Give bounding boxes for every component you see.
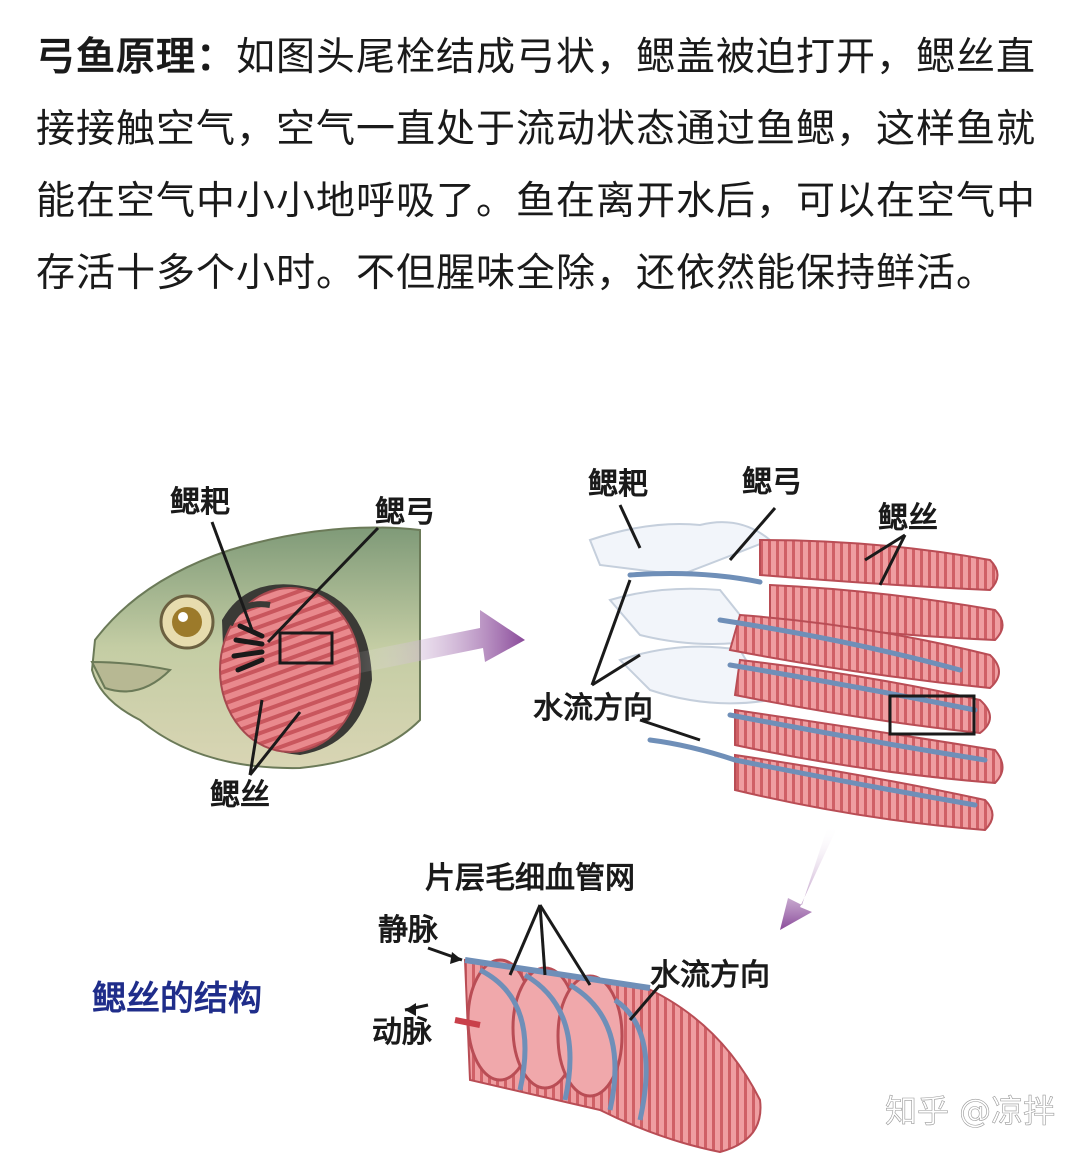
- filament-structure-illustration: [404, 904, 762, 1154]
- label-gill-filaments: 鳃丝: [210, 778, 270, 813]
- label-capillary-net: 片层毛细血管网: [425, 861, 635, 896]
- label-artery: 动脉: [372, 1015, 433, 1050]
- article-body: 如图头尾栓结成弓状，鳃盖被迫打开，鳃丝直接接触空气，空气一直处于流动状态通过鱼鳃…: [36, 35, 1037, 296]
- label-detail-water-flow: 水流方向: [533, 691, 653, 726]
- label-detail-gill-rakers: 鳃耙: [588, 467, 648, 502]
- gill-diagram: 鳃耙 鳃弓 鳃丝: [90, 465, 1055, 1154]
- article-heading: 弓鱼原理：: [36, 35, 237, 80]
- fish-head-illustration: [90, 521, 421, 776]
- label-vein: 静脉: [378, 913, 439, 948]
- label-structure-water-flow: 水流方向: [650, 958, 770, 993]
- label-detail-gill-filaments: 鳃丝: [878, 501, 938, 536]
- diagram-caption: 鳃丝的结构: [92, 979, 262, 1019]
- gill-detail-illustration: [588, 504, 1004, 832]
- article-paragraph: 弓鱼原理：如图头尾栓结成弓状，鳃盖被迫打开，鳃丝直接接触空气，空气一直处于流动状…: [36, 22, 1046, 310]
- label-gill-arch: 鳃弓: [375, 495, 435, 530]
- arrow-down-icon: [780, 825, 836, 930]
- arrow-right-icon: [345, 610, 525, 675]
- label-detail-gill-arch: 鳃弓: [742, 465, 802, 500]
- label-gill-rakers: 鳃耙: [170, 485, 230, 520]
- zhihu-watermark: 知乎 @凉拌: [885, 1092, 1055, 1130]
